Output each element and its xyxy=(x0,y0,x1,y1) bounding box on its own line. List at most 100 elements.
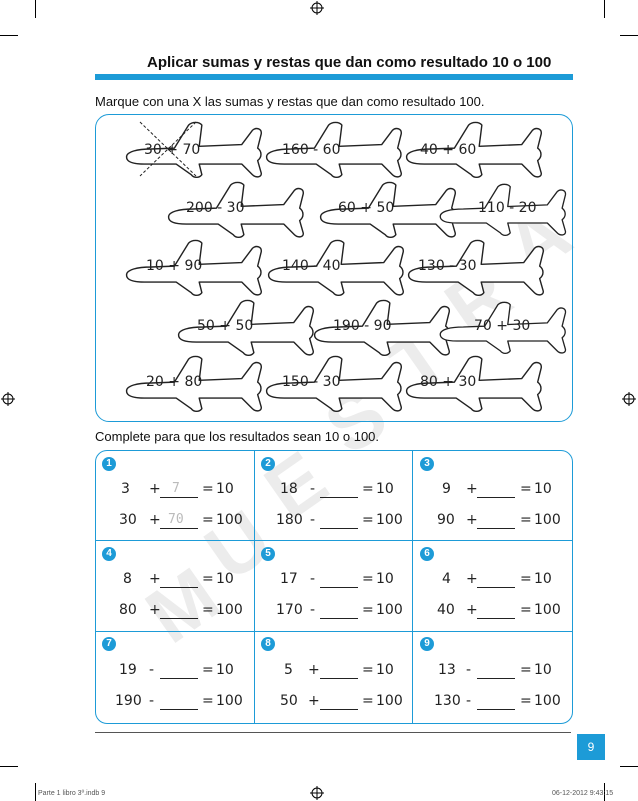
operator: - xyxy=(149,693,155,709)
crop-mark xyxy=(604,783,605,801)
crop-mark xyxy=(0,766,18,767)
exercise-number-badge: 2 xyxy=(261,457,275,471)
result: 100 xyxy=(216,693,243,709)
plane-label: 70 + 30 xyxy=(474,318,531,334)
plane-label: 140 - 40 xyxy=(282,258,341,274)
answer-blank[interactable] xyxy=(160,664,198,679)
plane-label: 130 - 30 xyxy=(418,258,477,274)
answer-blank[interactable] xyxy=(477,604,515,619)
answer-blank[interactable] xyxy=(320,573,358,588)
equals-sign: = xyxy=(520,693,532,709)
operand: 80 xyxy=(119,602,137,618)
registration-mark-icon xyxy=(1,392,15,406)
equals-sign: = xyxy=(520,602,532,618)
operand: 13 xyxy=(438,662,456,678)
answer-blank[interactable] xyxy=(477,573,515,588)
registration-mark-icon xyxy=(310,786,324,800)
equals-sign: = xyxy=(202,693,214,709)
plane-label: 110 - 20 xyxy=(478,200,537,216)
plane-label: 150 - 30 xyxy=(282,374,341,390)
plane-label: 60 + 50 xyxy=(338,200,395,216)
equals-sign: = xyxy=(362,602,374,618)
footer-date: 06-12-2012 9:43:15 xyxy=(552,790,614,797)
equals-sign: = xyxy=(202,571,214,587)
plane-label: 20 + 80 xyxy=(146,374,203,390)
operand: 180 xyxy=(276,512,303,528)
answer-blank[interactable] xyxy=(320,514,358,529)
answer-hint: 7 xyxy=(172,481,180,496)
instruction-2: Complete para que los resultados sean 10… xyxy=(95,429,380,444)
result: 10 xyxy=(216,571,234,587)
crop-mark xyxy=(604,0,605,18)
operand: 130 xyxy=(434,693,461,709)
equals-sign: = xyxy=(520,481,532,497)
operator: + xyxy=(149,512,161,528)
result: 100 xyxy=(216,602,243,618)
operator: + xyxy=(466,481,478,497)
x-mark xyxy=(139,121,197,177)
answer-blank[interactable] xyxy=(477,695,515,710)
equals-sign: = xyxy=(520,662,532,678)
answer-blank[interactable] xyxy=(320,604,358,619)
result: 10 xyxy=(216,662,234,678)
answer-blank[interactable] xyxy=(160,483,198,498)
plane-label: 10 + 90 xyxy=(146,258,203,274)
exercise-grid xyxy=(95,450,573,724)
exercise-number-badge: 6 xyxy=(420,547,434,561)
operand: 8 xyxy=(123,571,132,587)
exercise-number-badge: 8 xyxy=(261,637,275,651)
answer-blank[interactable] xyxy=(477,514,515,529)
plane-label: 190 - 90 xyxy=(333,318,392,334)
answer-blank[interactable] xyxy=(160,514,198,529)
operator: + xyxy=(466,571,478,587)
operator: - xyxy=(310,512,316,528)
grid-divider xyxy=(96,540,572,542)
crop-mark xyxy=(620,35,638,36)
answer-blank[interactable] xyxy=(477,483,515,498)
operand: 90 xyxy=(437,512,455,528)
operand: 5 xyxy=(284,662,293,678)
operand: 190 xyxy=(115,693,142,709)
crop-mark xyxy=(35,783,36,801)
equals-sign: = xyxy=(202,481,214,497)
answer-blank[interactable] xyxy=(160,573,198,588)
instruction-1: Marque con una X las sumas y restas que … xyxy=(95,94,485,109)
exercise-number-badge: 7 xyxy=(102,637,116,651)
operator: + xyxy=(466,602,478,618)
result: 100 xyxy=(376,602,403,618)
operator: - xyxy=(466,693,472,709)
answer-blank[interactable] xyxy=(160,695,198,710)
answer-blank[interactable] xyxy=(320,695,358,710)
exercise-number-badge: 1 xyxy=(102,457,116,471)
result: 100 xyxy=(534,602,561,618)
answer-blank[interactable] xyxy=(320,664,358,679)
answer-blank[interactable] xyxy=(160,604,198,619)
operand: 4 xyxy=(442,571,451,587)
exercise-number-badge: 5 xyxy=(261,547,275,561)
grid-divider xyxy=(412,451,414,723)
plane-label: 200 - 30 xyxy=(186,200,245,216)
registration-mark-icon xyxy=(310,1,324,15)
plane-label: 160 - 60 xyxy=(282,142,341,158)
page-title: Aplicar sumas y restas que dan como resu… xyxy=(147,54,552,71)
operator: + xyxy=(149,602,161,618)
operator: + xyxy=(149,481,161,497)
answer-blank[interactable] xyxy=(320,483,358,498)
operand: 19 xyxy=(119,662,137,678)
equals-sign: = xyxy=(202,512,214,528)
result: 10 xyxy=(534,662,552,678)
operator: - xyxy=(310,481,316,497)
equals-sign: = xyxy=(362,662,374,678)
operand: 30 xyxy=(119,512,137,528)
answer-blank[interactable] xyxy=(477,664,515,679)
equals-sign: = xyxy=(362,571,374,587)
operand: 50 xyxy=(280,693,298,709)
result: 100 xyxy=(216,512,243,528)
equals-sign: = xyxy=(362,512,374,528)
equals-sign: = xyxy=(520,512,532,528)
result: 10 xyxy=(534,571,552,587)
crop-mark xyxy=(35,0,36,18)
plane-label: 40 + 60 xyxy=(420,142,477,158)
operator: + xyxy=(308,662,320,678)
